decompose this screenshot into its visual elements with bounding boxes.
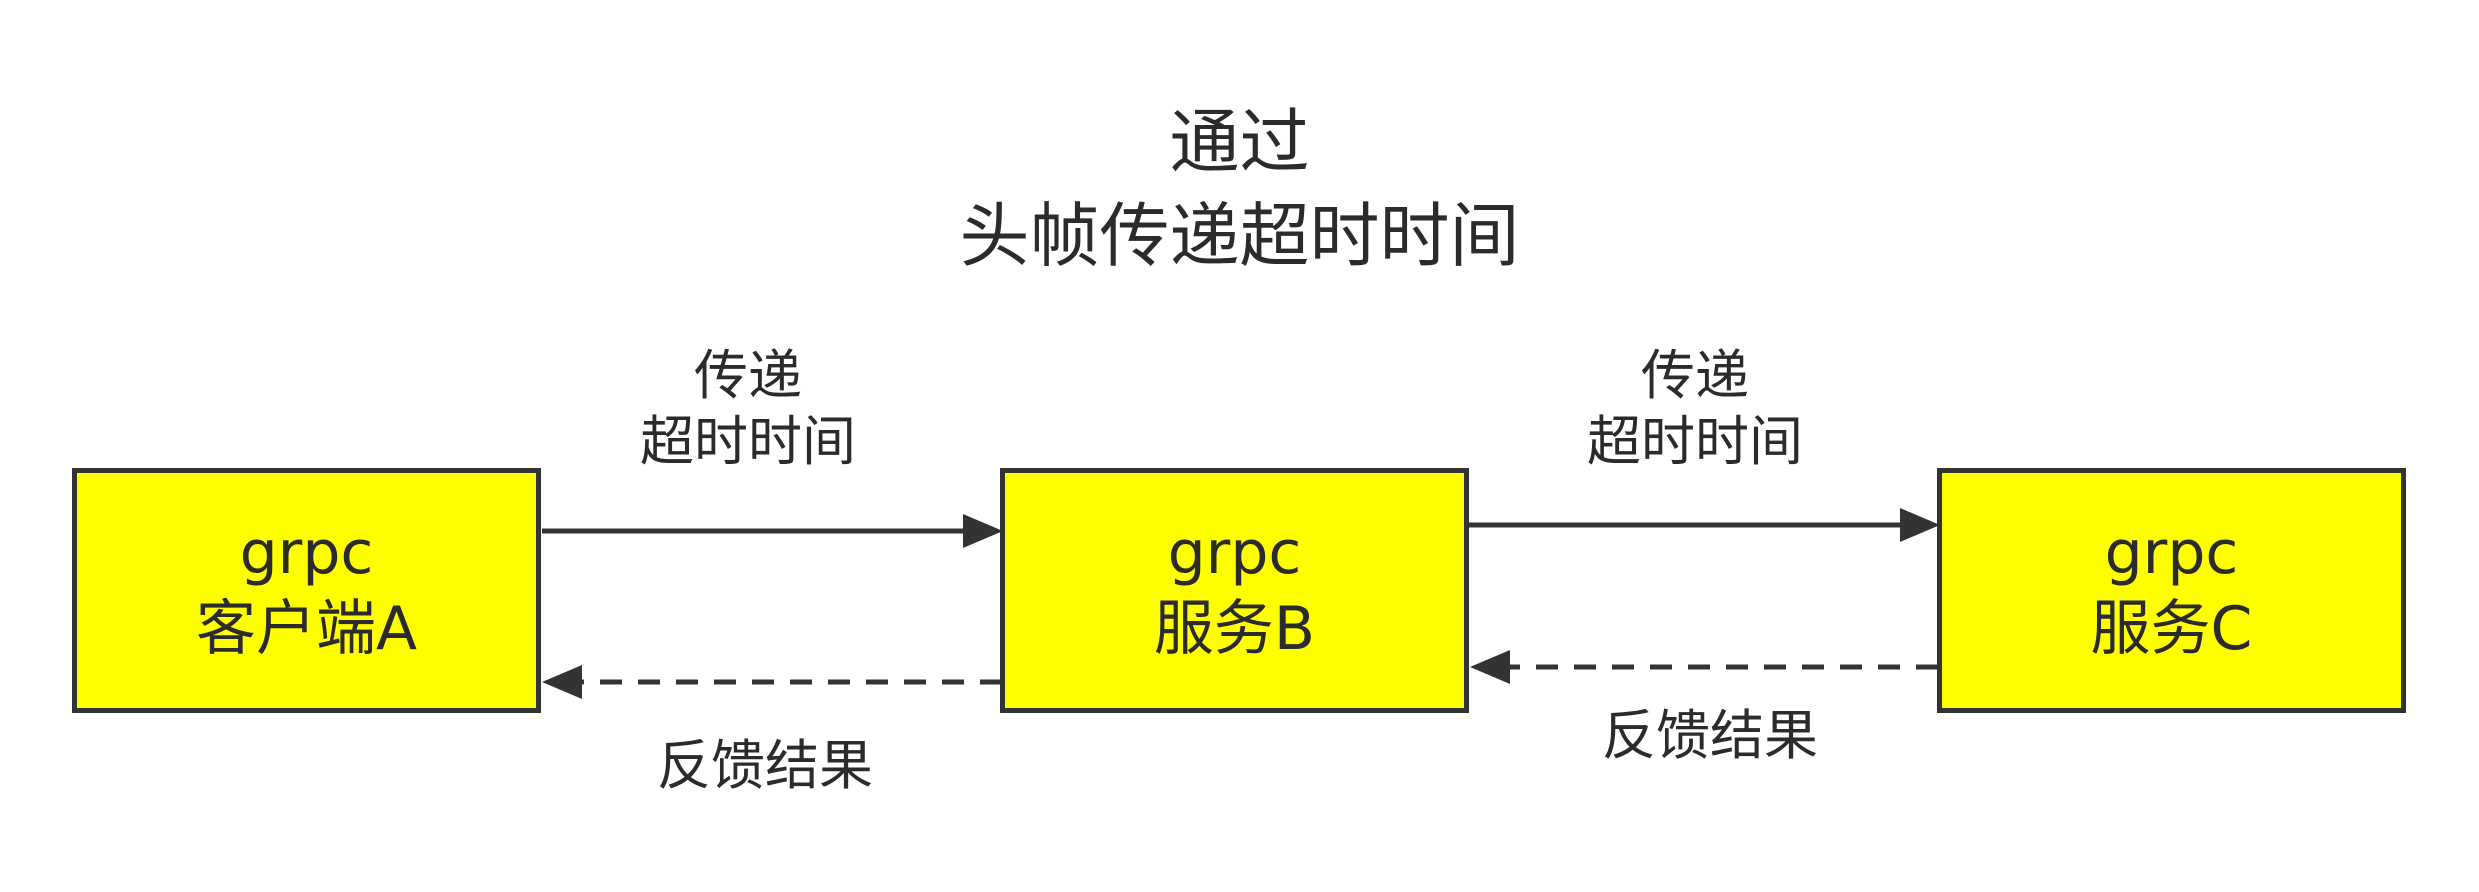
node-service-c-line-2: 服务C <box>2090 593 2253 664</box>
node-service-b: grpc 服务B <box>1000 468 1469 713</box>
feedback-label-b-to-a: 反馈结果 <box>585 733 945 799</box>
forward-label-a-to-b: 传递 超时时间 <box>568 343 928 475</box>
forward-label-a-to-b-line-1: 传递 <box>694 344 802 407</box>
forward-label-b-to-c: 传递 超时时间 <box>1515 343 1875 475</box>
node-service-b-line-2: 服务B <box>1153 593 1316 664</box>
diagram-title: 通过 头帧传递超时时间 <box>0 95 2479 283</box>
title-line-2: 头帧传递超时时间 <box>959 195 1520 277</box>
feedback-label-c-to-b-text: 反馈结果 <box>1602 704 1818 767</box>
node-service-b-line-1: grpc <box>1167 517 1302 588</box>
forward-label-b-to-c-line-2: 超时时间 <box>1587 410 1803 473</box>
forward-arrow-a-to-b <box>542 514 1003 548</box>
node-service-c: grpc 服务C <box>1937 468 2406 713</box>
feedback-label-b-to-a-text: 反馈结果 <box>657 734 873 797</box>
title-line-1: 通过 <box>1169 101 1310 183</box>
forward-label-b-to-c-line-1: 传递 <box>1641 344 1749 407</box>
node-service-c-line-1: grpc <box>2104 517 2239 588</box>
node-client-a: grpc 客户端A <box>72 468 541 713</box>
forward-arrow-b-to-c <box>1469 508 1940 542</box>
feedback-label-c-to-b: 反馈结果 <box>1530 703 1890 769</box>
node-client-a-line-2: 客户端A <box>195 593 418 664</box>
feedback-arrow-c-to-b <box>1470 650 1938 684</box>
feedback-arrow-b-to-a <box>542 665 1002 699</box>
forward-label-a-to-b-line-2: 超时时间 <box>640 410 856 473</box>
node-client-a-line-1: grpc <box>239 517 374 588</box>
